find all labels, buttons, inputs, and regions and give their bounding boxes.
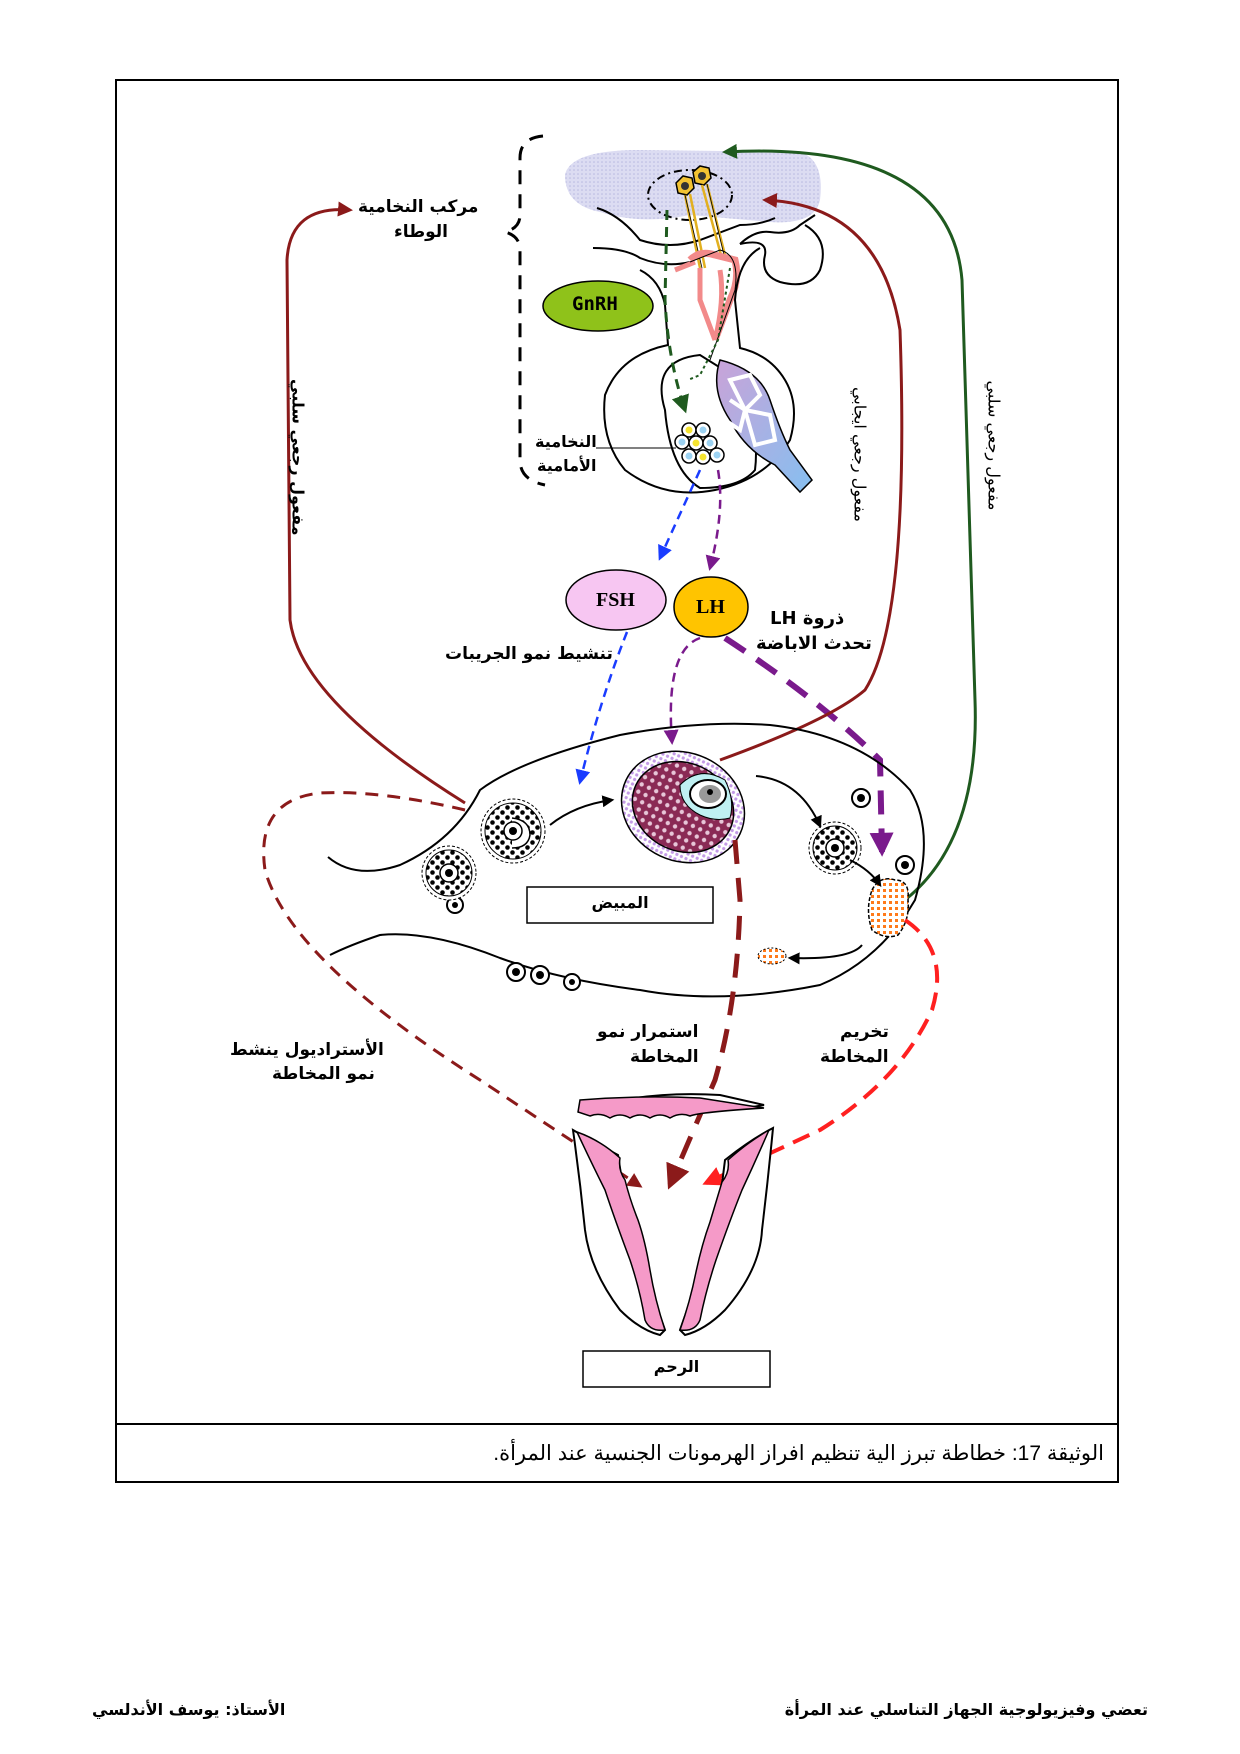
hypothalamus-pituitary-label-line2: الوطاء (394, 222, 448, 242)
follicle-progress-arrow-1 (549, 795, 615, 826)
stalk-outline (689, 249, 737, 361)
capillary-mesh (723, 372, 778, 448)
brain-outline (596, 207, 776, 246)
primary-follicles (446, 788, 915, 991)
tertiary-follicle (808, 821, 862, 875)
follicle-progress-arrow-2 (755, 775, 822, 829)
portal-vessel-branches (674, 259, 725, 341)
gnrh-arrow (663, 209, 689, 414)
lh-label: LH (696, 596, 725, 618)
negative-feedback-left-label: مفعول رجعي سلبي (288, 379, 308, 536)
corpus-albicans (757, 947, 787, 965)
mature-follicle (620, 750, 746, 864)
secondary-follicle-1 (421, 845, 477, 901)
continued-growth-label-line2: المخاطة (630, 1047, 699, 1067)
gnrh-badge (542, 280, 654, 332)
estradiol-arrow (262, 791, 643, 1188)
gnrh-label: GnRH (572, 293, 618, 315)
lh-peak-label-line2: تحدث الاباضة (756, 633, 872, 654)
secondary-follicle-2 (480, 798, 546, 864)
neurosecretory-cells (675, 165, 727, 269)
figure-frame (115, 79, 1119, 1483)
lh-peak-label-line1: ذروة LH (770, 608, 845, 629)
negative-feedback-left-arrow (285, 201, 466, 805)
footer-title: تعضي وفيزيولوجية الجهاز التناسلي عند الم… (784, 1700, 1148, 1719)
pituitary-outline (603, 247, 795, 494)
negative-feedback-right-arrow (722, 143, 977, 902)
ovulation-arrow (849, 859, 882, 887)
uterus-drawing (571, 1093, 775, 1337)
ovary-label: المبيض (591, 893, 649, 912)
hypothalamus-pituitary-label-line1: مركب النخامية (358, 197, 479, 217)
ovary-outline (327, 722, 925, 998)
fsh-badge (565, 569, 667, 631)
uterus-label: الرحم (653, 1357, 700, 1376)
fsh-label: FSH (596, 589, 635, 611)
capillary-network (715, 359, 813, 494)
anterior-pituitary-label-line1: النخامية (535, 432, 597, 451)
fsh-release-arrow (658, 469, 702, 561)
continued-growth-label-line1: استمرار نمو (597, 1022, 699, 1042)
follicle-growth-label: تنشيط نمو الجريبات (445, 644, 613, 664)
corpus-luteum (867, 878, 910, 938)
lh-to-follicle-arrow (663, 636, 701, 745)
optic-chiasm (739, 214, 824, 286)
brain-outline-2 (592, 247, 691, 266)
positive-feedback-arrow (719, 193, 904, 762)
positive-feedback-label: مفعول رجعي ايجابي (850, 386, 870, 522)
estradiol-label-line2: نمو المخاطة (272, 1064, 375, 1084)
uterus-label-box (582, 1350, 771, 1388)
erosion-arrow (702, 918, 940, 1186)
anterior-pituitary-label-line2: الأمامية (537, 456, 597, 475)
ovary-label-box (526, 886, 714, 924)
lh-peak-arrow (723, 635, 894, 857)
hypothalamus-pituitary-bracket (499, 134, 546, 487)
lh-badge (673, 576, 749, 638)
regression-arrow (787, 944, 863, 965)
footer-author: الأستاذ: يوسف الأندلسي (92, 1700, 286, 1719)
fsh-to-ovary-arrow (575, 631, 629, 785)
erosion-label-line1: تخريم (840, 1022, 889, 1042)
estradiol-label-line1: الأستراديول ينشط (230, 1040, 384, 1060)
gnrh-dotted-path (687, 267, 731, 381)
portal-vessel (687, 249, 741, 342)
figure-caption: الوثيقة 17: خطاطة تبرز الية تنظيم افراز … (493, 1441, 1104, 1465)
pituitary-cells (674, 422, 725, 465)
erosion-label-line2: المخاطة (820, 1047, 889, 1067)
continued-growth-arrow (666, 839, 743, 1190)
lh-release-arrow (705, 469, 722, 571)
negative-feedback-right-label: مفعول رجعي سلبي (984, 380, 1004, 511)
hypothalamic-nucleus (647, 169, 733, 221)
